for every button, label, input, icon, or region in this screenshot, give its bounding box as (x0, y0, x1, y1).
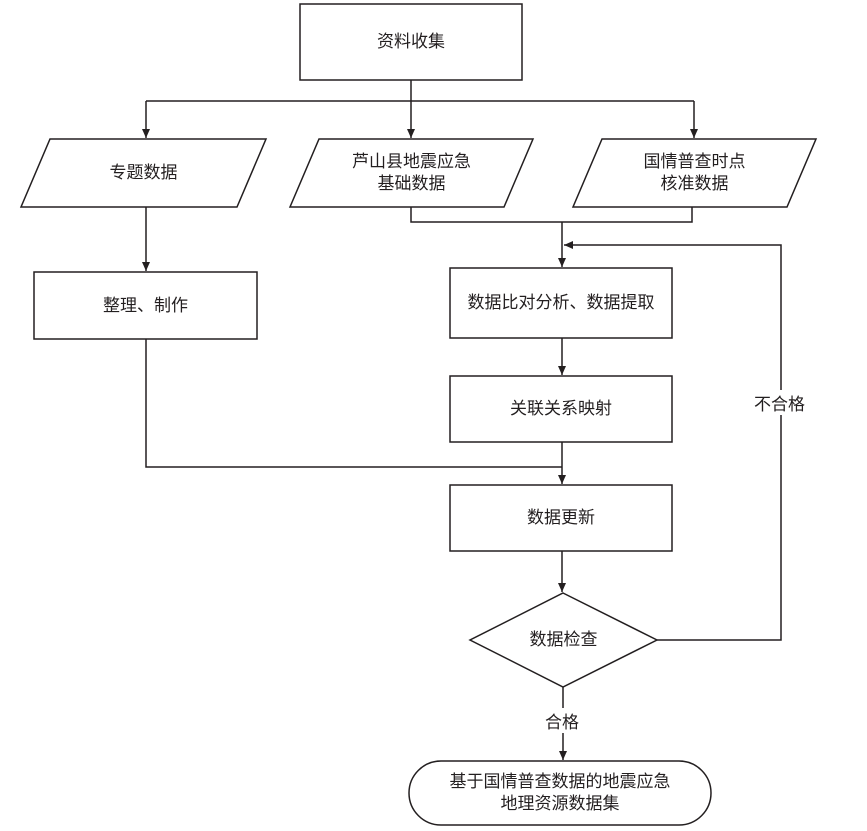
collect-box (299, 3, 523, 81)
census-data-parallelogram (571, 138, 818, 208)
fail-edge-label: 不合格 (752, 390, 807, 415)
update-box (449, 484, 673, 552)
check-diamond (468, 592, 659, 688)
compare-box (449, 267, 673, 339)
organize-box (33, 271, 258, 340)
result-terminator (408, 760, 712, 826)
pass-edge-label: 合格 (543, 708, 581, 733)
lushan-data-parallelogram (288, 138, 535, 208)
mapping-box (449, 375, 673, 443)
merge-lushan-census (410, 207, 693, 223)
organize-to-update-line (145, 339, 562, 468)
topic-data-parallelogram (19, 138, 268, 208)
fail-loop-line (564, 241, 782, 641)
